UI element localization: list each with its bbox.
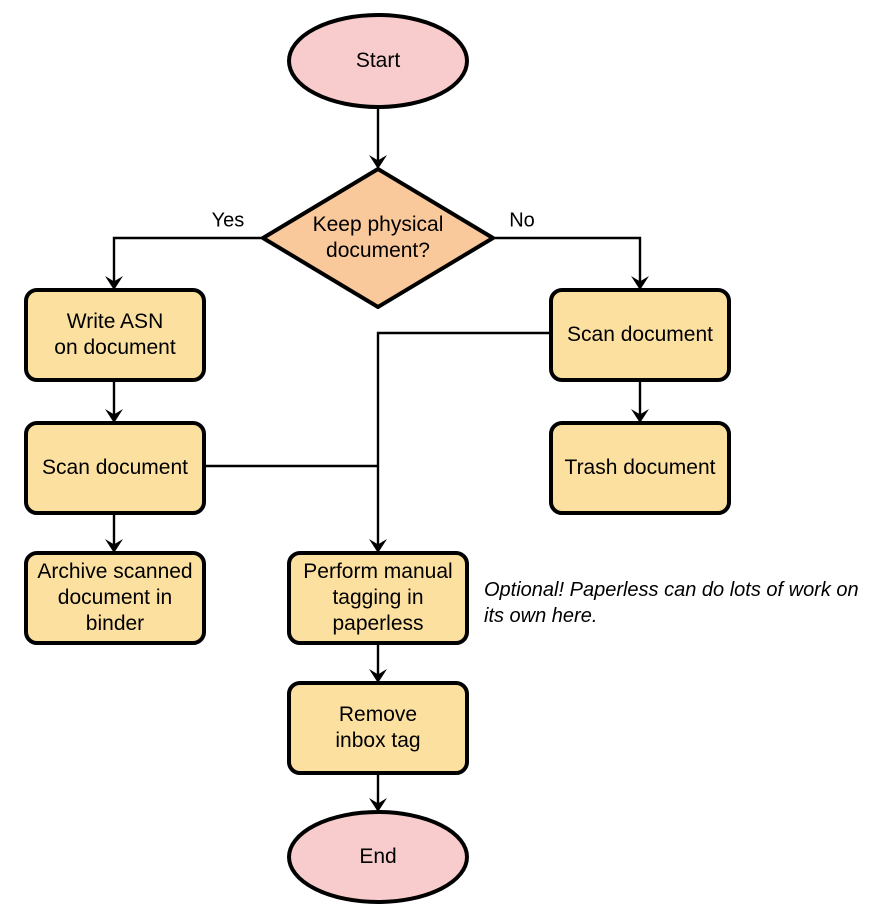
node-scan-left[interactable]: Scan document xyxy=(24,421,206,515)
edge-arrowhead xyxy=(369,155,387,169)
node-label-end: End xyxy=(359,845,396,868)
edge-line xyxy=(112,236,263,284)
edge-write-asn-to-scan-left xyxy=(105,380,123,423)
node-trash[interactable]: Trash document xyxy=(549,421,731,515)
edge-arrowhead xyxy=(369,798,387,812)
node-end[interactable]: End xyxy=(287,810,469,904)
edge-arrowhead xyxy=(105,409,123,423)
edge-arrowhead xyxy=(369,669,387,683)
edge-tagging-to-remove xyxy=(369,643,387,683)
edge-label-decision-yes: Yes xyxy=(212,209,245,231)
edge-label-decision-no: No xyxy=(509,209,535,231)
edge-line xyxy=(376,331,551,547)
edge-remove-to-end xyxy=(369,773,387,812)
node-shape-rounded-rect xyxy=(287,551,469,645)
node-shape-rounded-rect xyxy=(549,421,731,515)
edge-arrowhead xyxy=(631,409,649,423)
node-label-trash: Trash document xyxy=(565,456,716,479)
node-shape-rounded-rect xyxy=(24,421,206,515)
annotation-optional-note: Optional! Paperless can do lots of work … xyxy=(484,579,859,627)
annotations-layer: Optional! Paperless can do lots of work … xyxy=(484,579,859,627)
edges-layer: Yes No xyxy=(105,107,649,812)
edge-scan-left-to-archive xyxy=(105,513,123,553)
edge-arrowhead xyxy=(105,276,123,290)
edge-line xyxy=(493,236,642,284)
node-shape-rounded-rect xyxy=(24,288,206,382)
edge-arrowhead xyxy=(105,539,123,553)
edge-scan-right-to-tagging xyxy=(369,331,551,553)
node-label-scan-left: Scan document xyxy=(42,456,188,479)
edge-start-to-decision xyxy=(369,107,387,169)
edge-arrowhead xyxy=(369,539,387,553)
node-shape-rounded-rect xyxy=(549,288,731,382)
node-label-start: Start xyxy=(356,49,401,72)
node-shape-rounded-rect xyxy=(287,681,469,775)
node-shape-ellipse xyxy=(287,810,469,904)
node-shape-diamond xyxy=(261,167,495,309)
edge-scan-right-to-trash xyxy=(631,380,649,423)
node-scan-right[interactable]: Scan document xyxy=(549,288,731,382)
node-shape-ellipse xyxy=(287,13,469,109)
node-label-scan-right: Scan document xyxy=(567,323,713,346)
edge-decision-yes: Yes xyxy=(105,209,263,290)
edge-decision-no: No xyxy=(493,209,649,290)
node-start[interactable]: Start xyxy=(287,13,469,109)
node-shape-rounded-rect xyxy=(24,551,206,645)
edge-arrowhead xyxy=(631,276,649,290)
